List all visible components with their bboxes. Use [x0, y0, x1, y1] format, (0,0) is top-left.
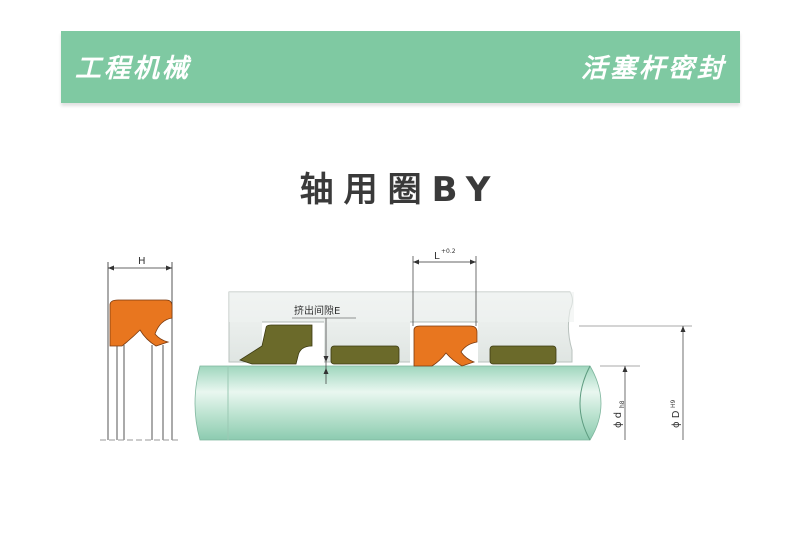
label-H: H [138, 256, 146, 267]
label-d-tolerance: h8 [619, 400, 626, 408]
label-D: ϕ D [671, 410, 682, 428]
guide-ring-2 [489, 345, 557, 365]
section-view [100, 262, 180, 441]
header-right-title: 活塞杆密封 [580, 54, 726, 84]
header-left-title: 工程机械 [75, 54, 192, 84]
old-seal-profile [239, 324, 313, 365]
piston-rod [194, 365, 602, 441]
header-banner: 工程机械 活塞杆密封 [61, 31, 740, 103]
page-title: 轴用圈BY [299, 170, 501, 210]
label-d: ϕ d [613, 412, 624, 428]
label-L-tolerance: +0.2 [441, 248, 456, 255]
label-D-tolerance: H9 [670, 399, 677, 408]
label-L: L [434, 251, 440, 262]
guide-ring-1 [330, 345, 400, 365]
seal-profile [109, 299, 173, 347]
by-seal [413, 325, 478, 367]
label-extrusion-gap: 挤出间隙E [294, 304, 340, 317]
